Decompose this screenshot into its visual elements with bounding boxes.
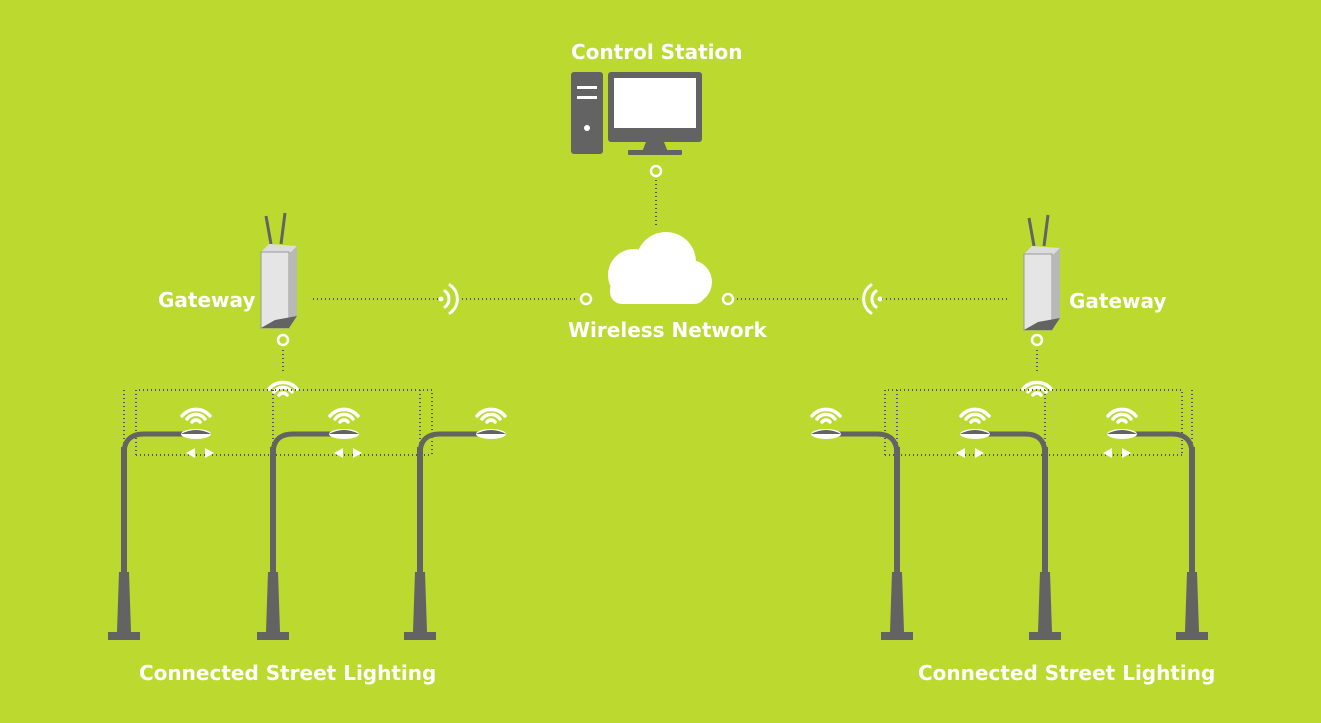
street-lamp-icon <box>811 429 913 640</box>
connector-node <box>649 164 663 178</box>
street-lighting-group-right <box>810 333 1208 640</box>
gateway-base <box>1024 318 1060 330</box>
cloud-icon <box>608 232 712 304</box>
control-station-icon <box>571 72 702 155</box>
antenna <box>1042 214 1050 247</box>
gateway-right-label: Gateway <box>1069 289 1167 313</box>
gateway-icon <box>260 212 297 329</box>
antenna <box>279 212 287 245</box>
arrow-right-icon <box>975 448 984 458</box>
gateway-icon <box>1023 214 1060 331</box>
connector-node <box>579 292 593 306</box>
arrow-left-icon <box>956 448 965 458</box>
street-lamp-icon <box>108 429 211 640</box>
street-lamp-icon <box>257 429 359 640</box>
lighting-right-label: Connected Street Lighting <box>918 661 1216 685</box>
street-lamp-icon <box>1107 429 1208 640</box>
arrow-right-icon <box>353 448 362 458</box>
antenna <box>264 215 273 245</box>
wireless-network-label: Wireless Network <box>568 318 767 342</box>
street-lamp-icon <box>404 429 506 640</box>
arrow-left-icon <box>186 448 195 458</box>
control-station-label: Control Station <box>571 40 743 64</box>
gateway-side <box>289 246 297 328</box>
gateway-base <box>261 316 297 328</box>
lighting-left-label: Connected Street Lighting <box>139 661 437 685</box>
street-lamp-icon <box>960 429 1061 640</box>
radio-wave-icon <box>862 283 883 315</box>
gateway-side <box>1052 248 1060 330</box>
arrow-left-icon <box>334 448 343 458</box>
arrow-right-icon <box>1122 448 1131 458</box>
street-lighting-group-left <box>108 333 507 640</box>
dotted-link <box>884 389 1183 455</box>
connector-node <box>721 292 735 306</box>
dotted-link <box>135 389 433 455</box>
radio-wave-icon <box>438 283 459 315</box>
arrow-left-icon <box>1103 448 1112 458</box>
gateway-body <box>260 251 290 329</box>
gateway-body <box>1023 253 1053 331</box>
antenna <box>1027 217 1036 247</box>
gateway-left-label: Gateway <box>158 288 256 312</box>
connector-node <box>276 333 290 347</box>
arrow-right-icon <box>205 448 214 458</box>
connector-node <box>1030 333 1044 347</box>
